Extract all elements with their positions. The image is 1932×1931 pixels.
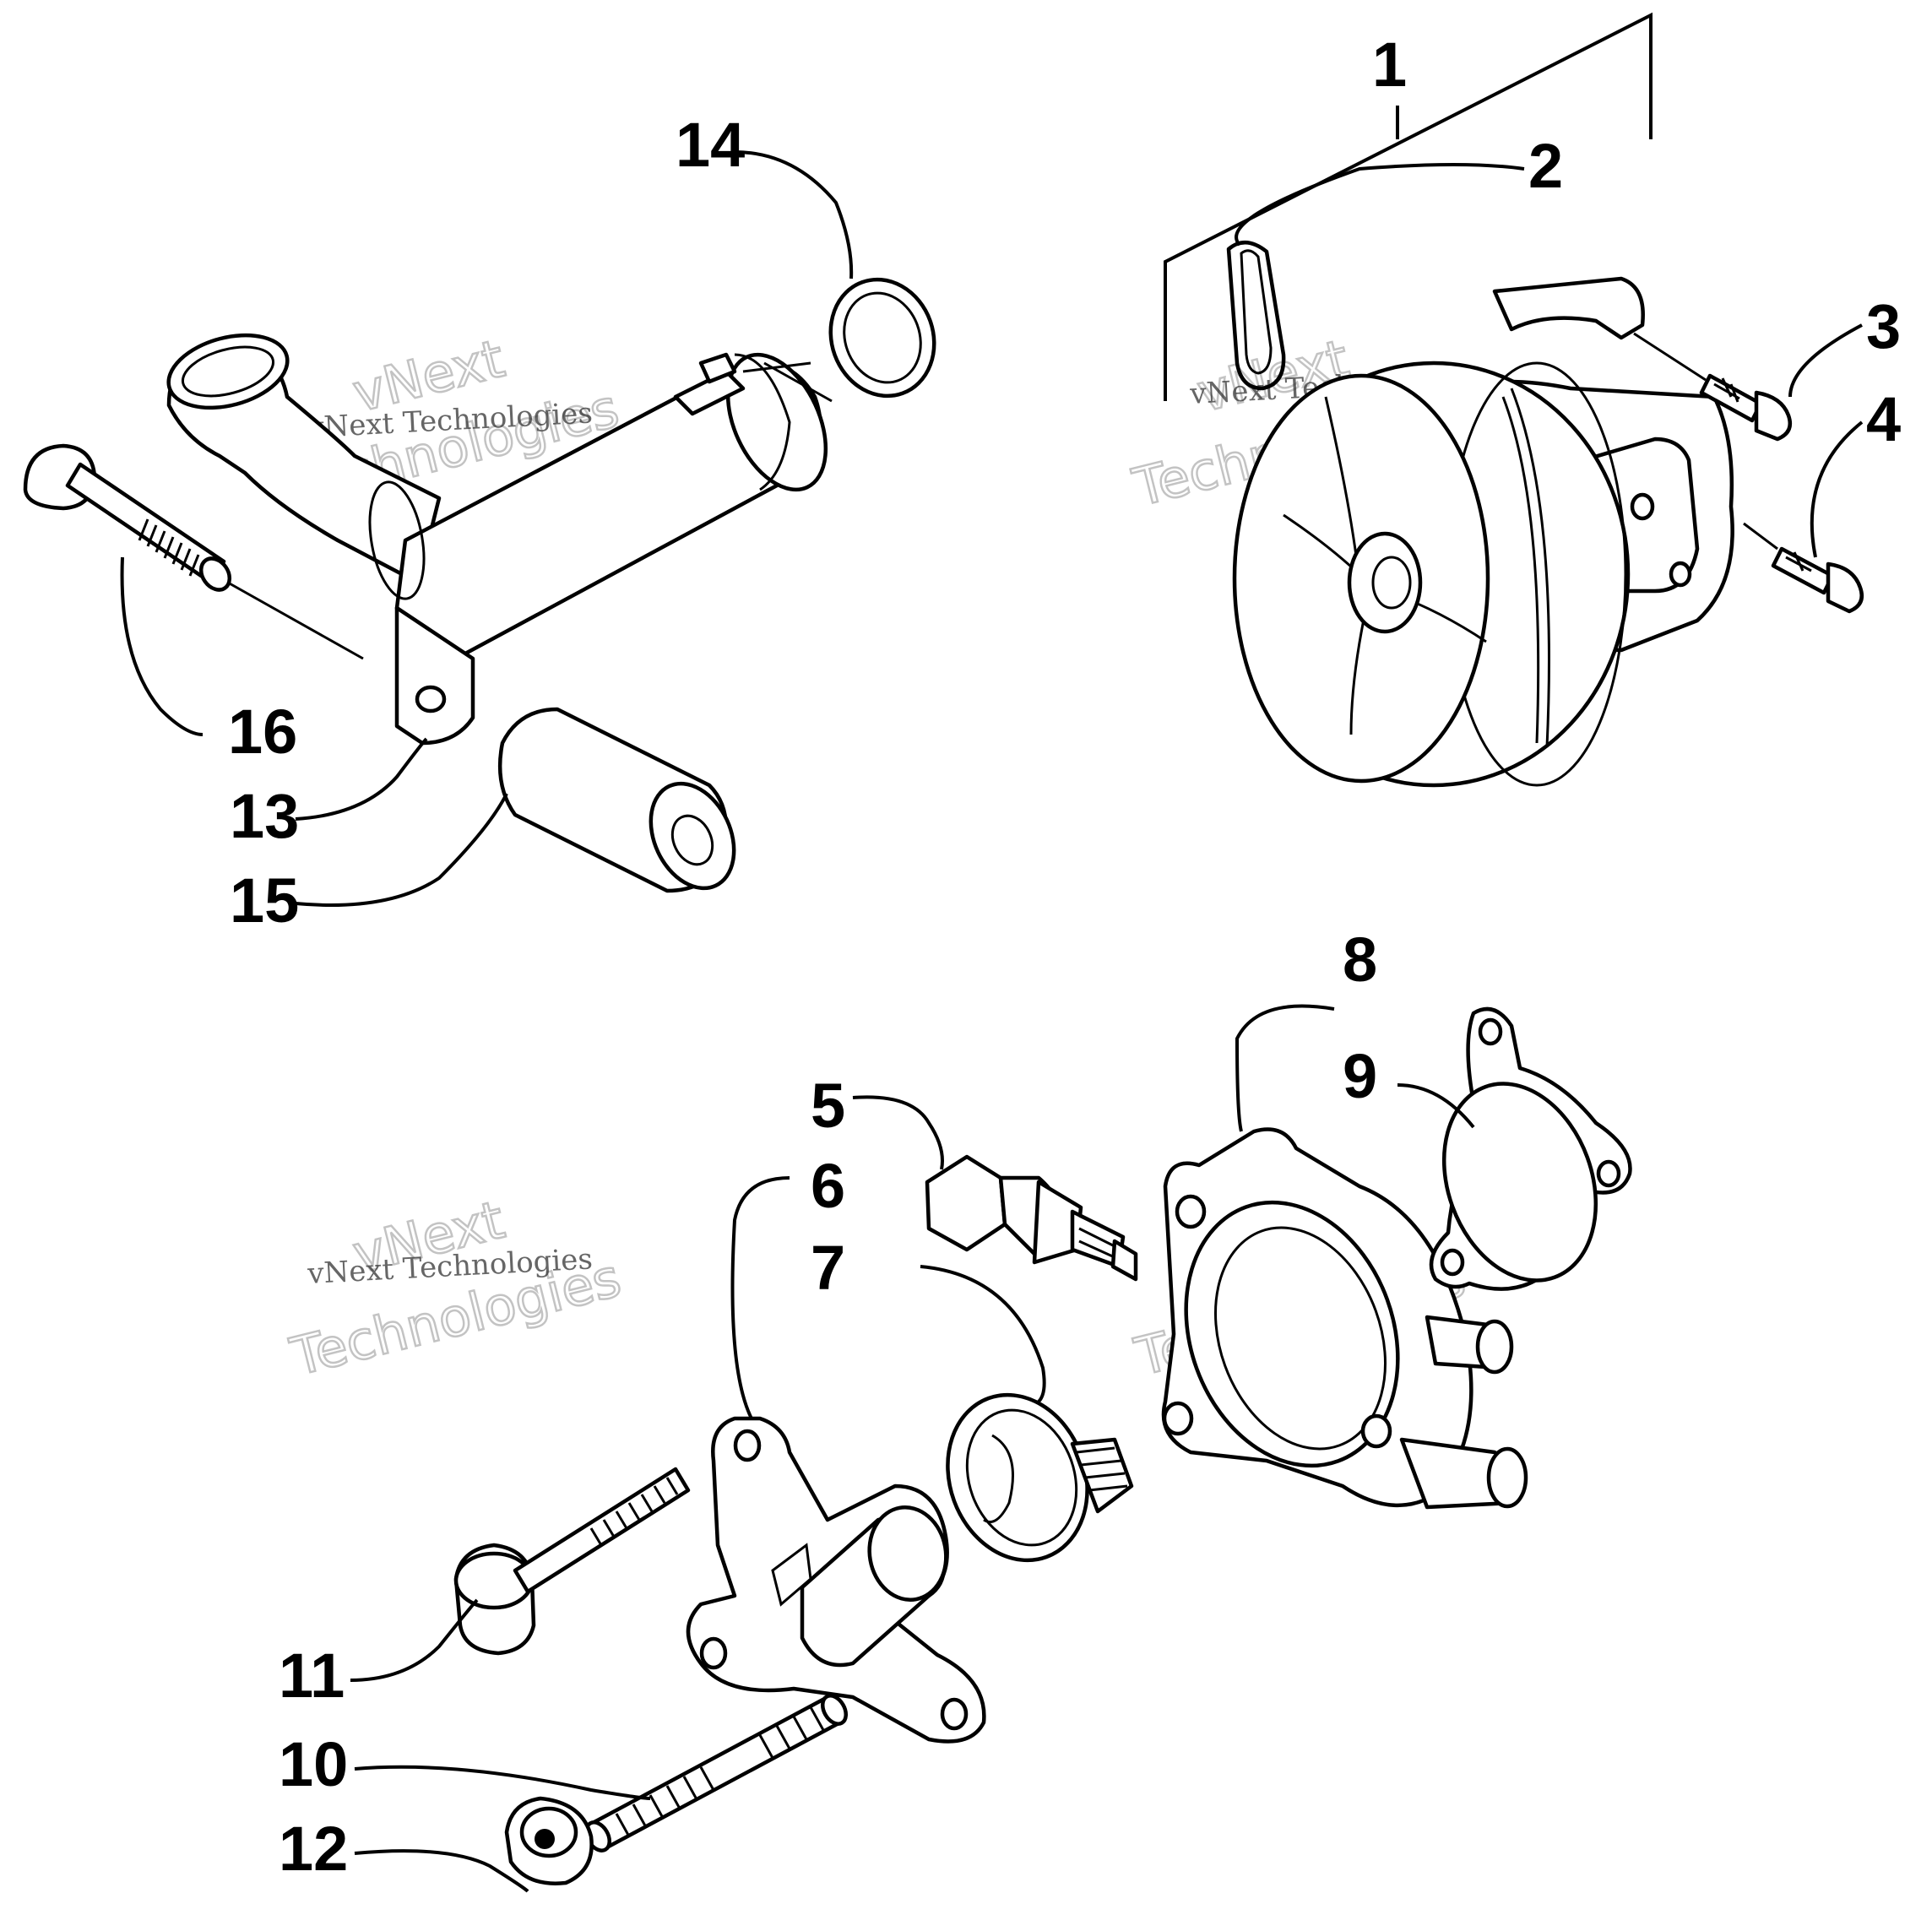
- callout-6: 6: [811, 1151, 845, 1221]
- bolt-part-3: [1633, 332, 1793, 442]
- callout-labels: 1 2 3 4 5 6 7 8 9 10 11 12 13 14 15 16: [228, 30, 1901, 1884]
- callout-10: 10: [279, 1729, 348, 1799]
- callout-1: 1: [1372, 30, 1407, 100]
- callout-12: 12: [279, 1814, 348, 1884]
- callout-9: 9: [1343, 1041, 1377, 1111]
- thermostat-part-7: [946, 1392, 1134, 1563]
- thermostat-housing-part-8: [1161, 1127, 1528, 1510]
- leader-lines: [120, 150, 1864, 1893]
- coolant-pipe-part-13: [166, 333, 833, 746]
- water-pump-assembly: [1232, 276, 1734, 788]
- water-outlet-part-6: [686, 1416, 986, 1744]
- assembly-bracket-1: [1164, 12, 1653, 401]
- callout-5: 5: [811, 1071, 845, 1141]
- callout-8: 8: [1343, 925, 1377, 995]
- sleeve-part-15: [497, 707, 736, 893]
- stud-part-10: [584, 1694, 848, 1852]
- callout-2: 2: [1528, 131, 1563, 201]
- sensor-part-5: [925, 1154, 1138, 1282]
- callout-11: 11: [279, 1641, 345, 1711]
- bolt-part-16: [23, 443, 364, 660]
- bolt-part-4: [1743, 522, 1864, 614]
- callout-14: 14: [676, 110, 745, 180]
- callout-3: 3: [1866, 291, 1901, 361]
- callout-16: 16: [228, 697, 297, 767]
- nut-part-12: [504, 1796, 594, 1885]
- bolt-part-11: [453, 1467, 691, 1656]
- callout-7: 7: [811, 1233, 845, 1303]
- pump-gasket-part: [1226, 241, 1286, 391]
- callout-15: 15: [230, 865, 299, 936]
- callout-4: 4: [1866, 384, 1901, 454]
- o-ring-part-14: [828, 277, 936, 399]
- gasket-part-9: [1429, 1006, 1632, 1291]
- callout-13: 13: [230, 781, 299, 851]
